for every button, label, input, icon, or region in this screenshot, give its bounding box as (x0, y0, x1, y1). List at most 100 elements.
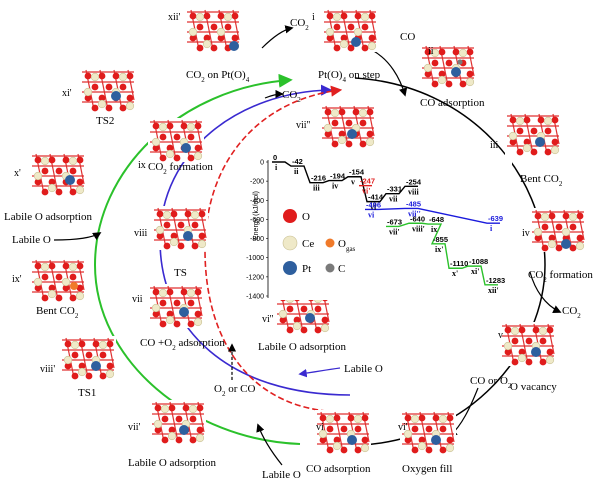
caption-ix-prime: Bent CO2 (36, 305, 79, 320)
energy-black-step-label: vii (389, 195, 398, 204)
structure-viii (151, 205, 209, 251)
energy-red-step-label: vi' (362, 187, 370, 196)
energy-black-step-label: iii (313, 184, 320, 193)
caption-v: O vacancy (510, 381, 557, 393)
roman-vi-double-prime: vi'' (262, 314, 274, 325)
caption-vi-prime: Oxygen fill (402, 463, 452, 475)
roman-iii: iii (490, 140, 499, 151)
label-co2-top: CO2 (290, 17, 309, 32)
structure-x-prime (29, 151, 87, 197)
energy-green-line (386, 222, 498, 286)
label-co-top: CO (400, 31, 415, 43)
caption-iv: CO2 formation (528, 269, 593, 284)
labile-o-mid-arrow (298, 367, 341, 378)
energy-profile-panel: Energy (kJ/mol) 0-200-400-600-800-1000-1… (246, 153, 512, 301)
energy-blue-line (365, 207, 500, 224)
energy-y-tick-label: -600 (250, 217, 264, 224)
roman-x-prime: x' (14, 168, 21, 179)
legend-ogas-swatch (325, 238, 335, 248)
caption-viii-prime: TS1 (78, 387, 96, 399)
energy-lines (272, 161, 500, 286)
energy-green-step-label: ix' (435, 245, 443, 254)
roman-v: v (498, 330, 503, 341)
energy-labels: 0i-42ii-216iii-194iv-154v-414vi-331vii-2… (273, 153, 505, 295)
structure-vii-double-prime (319, 103, 377, 149)
energy-blue-value-label: -485 (406, 199, 421, 208)
red-dashed-cycle-path (204, 85, 346, 413)
roman-ii: ii (428, 46, 434, 57)
label-co-or-o2: CO or O2 (470, 375, 512, 390)
energy-black-value-label: -216 (311, 174, 326, 183)
energy-green-value-label: -1110 (450, 259, 468, 268)
energy-y-tick-label: -1000 (246, 255, 264, 262)
energy-green-value-label: -640 (410, 214, 425, 223)
roman-vi: vi (316, 422, 324, 433)
structure-iv (529, 207, 587, 253)
caption-ix: CO2 formation (148, 161, 213, 176)
energy-black-value-label: -254 (406, 177, 422, 186)
legend-c-swatch (325, 263, 335, 273)
energy-green-value-label: -648 (429, 215, 444, 224)
energy-green-step-label: viii' (412, 224, 425, 233)
caption-vii: CO +O2 adsorption (140, 337, 225, 352)
structure-xii-prime (184, 7, 242, 53)
energy-black-line (272, 161, 418, 203)
caption-vi-double-prime: Labile O adsorption (258, 341, 346, 353)
legend-o-label: O (302, 211, 310, 223)
label-co2-right: CO2 (562, 305, 581, 320)
structure-vi-prime (399, 409, 457, 455)
structure-vii-prime (149, 399, 207, 445)
energy-black-step-label: iv (332, 182, 338, 191)
energy-y-tick-label: -800 (250, 236, 264, 243)
co2-release-mid-arrow (264, 89, 284, 99)
legend-c-label: C (338, 263, 345, 275)
energy-blue-value-label: -639 (488, 214, 503, 223)
caption-x-prime: Labile O adsorption (4, 211, 92, 223)
legend-ce-label: Ce (302, 238, 314, 250)
energy-y-label: Energy (kJ/mol) (253, 191, 260, 240)
energy-black-value-label: -194 (330, 172, 346, 181)
co2-release-top-arrow (261, 25, 294, 49)
roman-vii: vii (132, 294, 143, 305)
roman-ix-prime: ix' (12, 274, 22, 285)
structure-i (321, 7, 379, 53)
caption-vii-prime: Labile O adsorption (128, 457, 216, 469)
caption-ii: CO adsorption (420, 97, 485, 109)
label-co2-mid: CO2 (282, 89, 301, 104)
co-in-top-arrow (371, 49, 408, 97)
structure-viii-prime (59, 335, 117, 381)
energy-y-tick-label: -1400 (246, 294, 264, 301)
structure-v (499, 321, 557, 367)
energy-blue-step-label: vi (368, 210, 375, 219)
energy-y-tick-label: 0 (260, 160, 264, 167)
roman-vii-double-prime: vii'' (296, 120, 310, 131)
energy-green-value-label: -1088 (469, 257, 488, 266)
co2-release-right-arrow (529, 271, 562, 313)
energy-black-value-label: -331 (387, 185, 402, 194)
energy-green-step-label: ix (431, 225, 437, 234)
roman-vii-prime: vii' (128, 422, 141, 433)
label-o2-or-co: O2 or CO (214, 383, 255, 398)
legend-ogas-label: Ogas (338, 238, 356, 253)
energy-green-value-label: -673 (387, 217, 402, 226)
caption-vi: CO adsorption (306, 463, 371, 475)
roman-viii-prime: viii' (40, 364, 55, 375)
structure-ix (147, 117, 205, 163)
structure-vi-double-prime (274, 289, 332, 335)
energy-green-value-label: -1283 (486, 276, 505, 285)
structure-xi-prime (79, 67, 137, 113)
structure-vii (147, 283, 205, 329)
labile-o-left-arrow (53, 232, 102, 241)
energy-black-step-label: v (351, 178, 355, 187)
energy-red-value-label: -247 (360, 177, 375, 186)
labile-o-bottom-arrow (256, 423, 283, 466)
caption-viii: TS (174, 267, 187, 279)
energy-blue-value-label: -496 (366, 200, 381, 209)
energy-green-value-label: -855 (433, 235, 448, 244)
energy-green-step-label: xii' (488, 286, 499, 295)
energy-black-value-label: -154 (349, 168, 365, 177)
energy-black-value-label: 0 (273, 153, 277, 162)
roman-xii-prime: xii' (168, 12, 181, 23)
roman-ix: ix (138, 160, 146, 171)
energy-black-step-label: viii (408, 187, 419, 196)
